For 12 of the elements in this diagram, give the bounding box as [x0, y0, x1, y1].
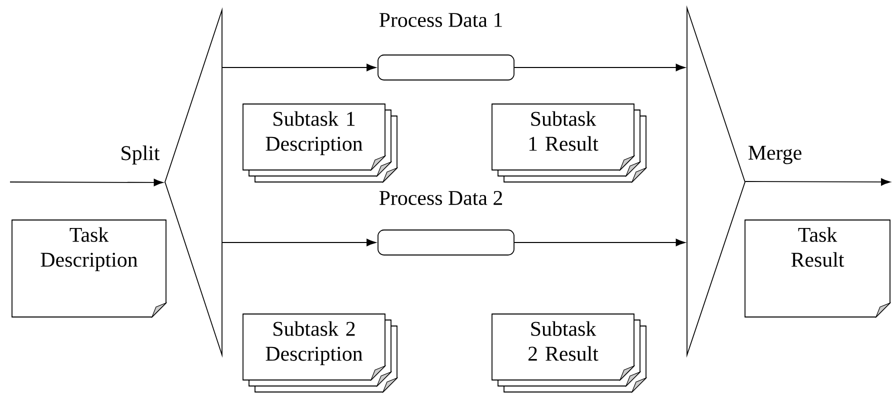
arrow: [744, 178, 891, 186]
process-box: Process Data 1: [378, 13, 514, 80]
node-label: Split: [122, 146, 160, 164]
node-label: Process Data 1: [379, 12, 502, 28]
arrow: [514, 238, 686, 246]
arrow: [514, 64, 686, 72]
arrow: [222, 238, 376, 246]
arrow: [10, 178, 164, 186]
node-label: Process Data 2: [379, 190, 502, 206]
node-label: Merge: [748, 146, 802, 164]
arrow: [222, 64, 376, 72]
process-box: Process Data 2: [378, 190, 514, 256]
